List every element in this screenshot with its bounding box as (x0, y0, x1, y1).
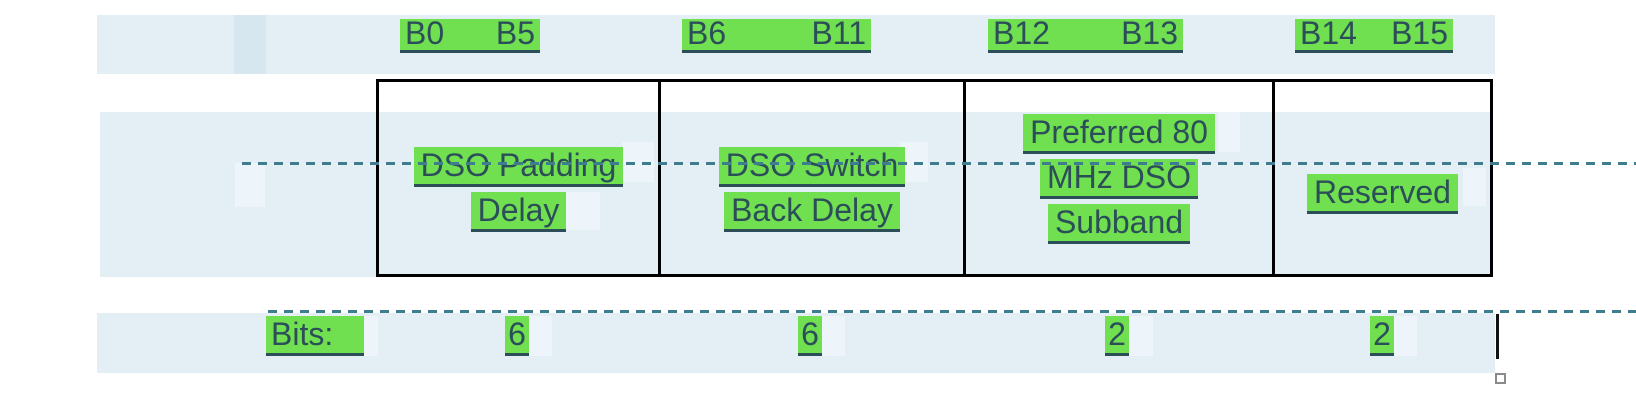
bit-range-label-b6-b11[interactable]: B6 B11 (682, 15, 871, 53)
bits-row-label[interactable]: Bits: (266, 316, 364, 356)
bit-range-label-b0-b5[interactable]: B0 B5 (400, 15, 540, 53)
field-name-line: MHz DSO (966, 155, 1272, 200)
bit-range-end: B5 (495, 15, 535, 51)
field-name-line: Delay (379, 188, 658, 233)
selection-patch (235, 163, 265, 207)
bits-row-value-1[interactable]: 6 (505, 316, 529, 356)
highlighted-text[interactable]: MHz DSO (1040, 159, 1198, 199)
field-name-line: DSO Padding (379, 143, 658, 188)
bits-row-value-2[interactable]: 6 (798, 316, 822, 356)
highlighted-text[interactable]: Subband (1047, 204, 1191, 244)
highlighted-text[interactable]: DSO Switch (718, 147, 906, 187)
field-name-line: DSO Switch (661, 143, 963, 188)
bit-range-start: B0 (405, 15, 445, 51)
field-name-line: Back Delay (661, 188, 963, 233)
bits-row-value-4[interactable]: 2 (1370, 316, 1394, 356)
highlighted-text[interactable]: Preferred 80 (1023, 114, 1215, 154)
field-table: DSO Padding Delay DSO Switch Back Delay … (376, 79, 1493, 277)
selection-patch (1463, 168, 1486, 206)
selection-patch (528, 316, 552, 356)
bits-row-value-3[interactable]: 2 (1105, 316, 1129, 356)
field-name-line: Subband (966, 200, 1272, 245)
selection-patch (560, 192, 600, 230)
field-cell-preferred-80mhz-dso-subband[interactable]: Preferred 80 MHz DSO Subband (963, 82, 1272, 274)
selection-patch (1128, 316, 1153, 356)
selection-patch (1218, 112, 1240, 152)
bit-range-end: B15 (1391, 15, 1448, 51)
highlighted-text[interactable]: Delay (470, 192, 567, 232)
text-cursor (1496, 314, 1499, 359)
field-cell-dso-padding-delay[interactable]: DSO Padding Delay (379, 82, 658, 274)
dashed-anchor-line-bottom (268, 310, 1636, 313)
selection-patch (821, 316, 845, 356)
bit-range-end: B13 (1121, 15, 1178, 51)
highlighted-text[interactable]: DSO Padding (413, 147, 624, 187)
field-name-line: Reserved (1275, 170, 1490, 215)
field-cell-dso-switch-back-delay[interactable]: DSO Switch Back Delay (658, 82, 963, 274)
selection-patch (1393, 316, 1417, 356)
field-name-line: Preferred 80 (966, 110, 1272, 155)
bit-range-start: B6 (687, 15, 727, 51)
bit-range-end: B11 (811, 15, 866, 51)
field-cell-reserved[interactable]: Reserved (1272, 82, 1490, 274)
bit-range-label-b14-b15[interactable]: B14 B15 (1295, 15, 1453, 53)
bit-range-start: B12 (993, 15, 1050, 51)
highlighted-text[interactable]: Reserved (1307, 174, 1458, 214)
bit-range-start: B14 (1300, 15, 1357, 51)
dashed-anchor-line-middle (242, 162, 1636, 165)
highlighted-text[interactable]: Back Delay (724, 192, 900, 232)
bit-range-label-b12-b13[interactable]: B12 B13 (988, 15, 1183, 53)
selection-patch (234, 15, 266, 74)
resize-handle-icon[interactable] (1495, 373, 1506, 384)
